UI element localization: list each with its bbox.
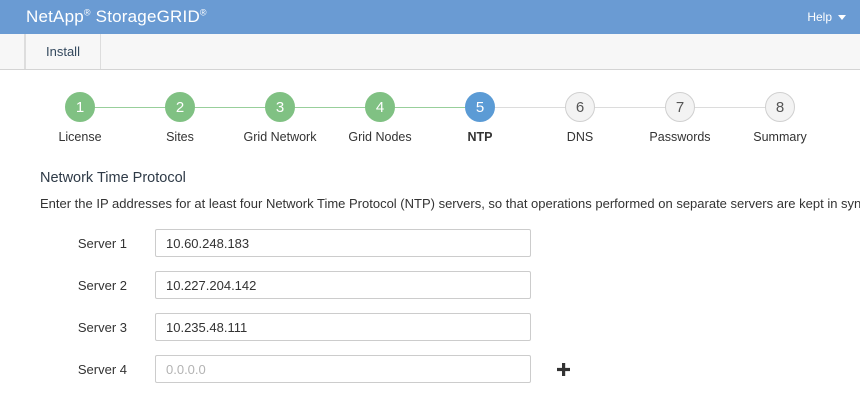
step-label: Sites <box>166 130 194 144</box>
step-grid-nodes[interactable]: 4 Grid Nodes <box>330 92 430 144</box>
brand-product: StorageGRID <box>90 7 200 26</box>
connector-right <box>280 107 330 108</box>
step-label: Grid Network <box>243 130 317 144</box>
plus-icon[interactable] <box>553 359 573 379</box>
page-title: Network Time Protocol <box>40 170 186 186</box>
ntp-server-row-2: Server 2 <box>40 271 860 299</box>
connector-right <box>680 107 730 108</box>
app-banner: NetApp® StorageGRID® Help <box>0 0 860 34</box>
step-number: 1 <box>65 92 95 122</box>
step-label: DNS <box>566 130 594 144</box>
server-2-input[interactable] <box>155 271 531 299</box>
step-label: Summary <box>753 130 807 144</box>
step-passwords[interactable]: 7 Passwords <box>630 92 730 144</box>
step-number: 5 <box>465 92 495 122</box>
step-label: Grid Nodes <box>348 130 412 144</box>
step-number: 4 <box>365 92 395 122</box>
page-description: Enter the IP addresses for at least four… <box>40 196 860 211</box>
brand-netapp: NetApp <box>26 7 84 26</box>
server-4-label: Server 4 <box>77 361 127 377</box>
connector-right <box>480 107 530 108</box>
server-1-input[interactable] <box>155 229 531 257</box>
connector-left <box>430 107 480 108</box>
tab-install[interactable]: Install <box>25 34 101 69</box>
tab-bar: Install <box>0 34 860 70</box>
step-license[interactable]: 1 License <box>30 92 130 144</box>
ntp-server-row-4: Server 4 <box>40 355 860 383</box>
connector-left <box>530 107 580 108</box>
help-label: Help <box>807 10 832 24</box>
step-number: 3 <box>265 92 295 122</box>
server-4-input[interactable] <box>155 355 531 383</box>
server-2-label: Server 2 <box>77 277 127 293</box>
step-number: 2 <box>165 92 195 122</box>
connector-right <box>80 107 130 108</box>
connector-left <box>130 107 180 108</box>
ntp-server-row-1: Server 1 <box>40 229 860 257</box>
step-number: 6 <box>565 92 595 122</box>
connector-left <box>730 107 780 108</box>
connector-left <box>630 107 680 108</box>
step-grid-network[interactable]: 3 Grid Network <box>230 92 330 144</box>
step-label: Passwords <box>649 130 711 144</box>
step-label: License <box>58 130 102 144</box>
brand-logo: NetApp® StorageGRID® <box>26 7 207 27</box>
step-sites[interactable]: 2 Sites <box>130 92 230 144</box>
ntp-configuration-panel: Network Time Protocol Enter the IP addre… <box>0 144 860 383</box>
connector-right <box>180 107 230 108</box>
registered-mark-netapp: ® <box>83 7 91 18</box>
connector-right <box>580 107 630 108</box>
server-3-input[interactable] <box>155 313 531 341</box>
server-1-label: Server 1 <box>77 235 127 251</box>
help-menu-button[interactable]: Help <box>807 0 846 34</box>
registered-mark-product: ® <box>199 7 207 18</box>
ntp-server-row-3: Server 3 <box>40 313 860 341</box>
connector-right <box>380 107 430 108</box>
server-3-label: Server 3 <box>77 319 127 335</box>
tab-install-label: Install <box>46 44 80 59</box>
step-summary[interactable]: 8 Summary <box>730 92 830 144</box>
connector-left <box>230 107 280 108</box>
chevron-down-icon <box>838 14 846 20</box>
step-number: 8 <box>765 92 795 122</box>
step-label: NTP <box>467 130 493 144</box>
step-ntp[interactable]: 5 NTP <box>430 92 530 144</box>
install-progress-stepper: 1 License 2 Sites 3 Grid Network 4 Grid … <box>0 92 860 144</box>
connector-left <box>330 107 380 108</box>
step-dns[interactable]: 6 DNS <box>530 92 630 144</box>
step-number: 7 <box>665 92 695 122</box>
